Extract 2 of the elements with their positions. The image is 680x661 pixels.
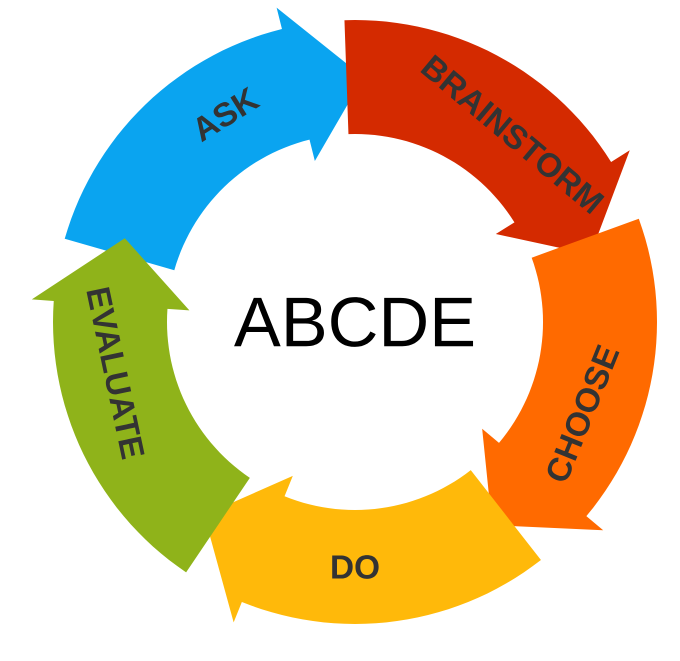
arrow-segment: DO — [204, 470, 541, 624]
arrow-segment: ASK — [64, 8, 364, 270]
